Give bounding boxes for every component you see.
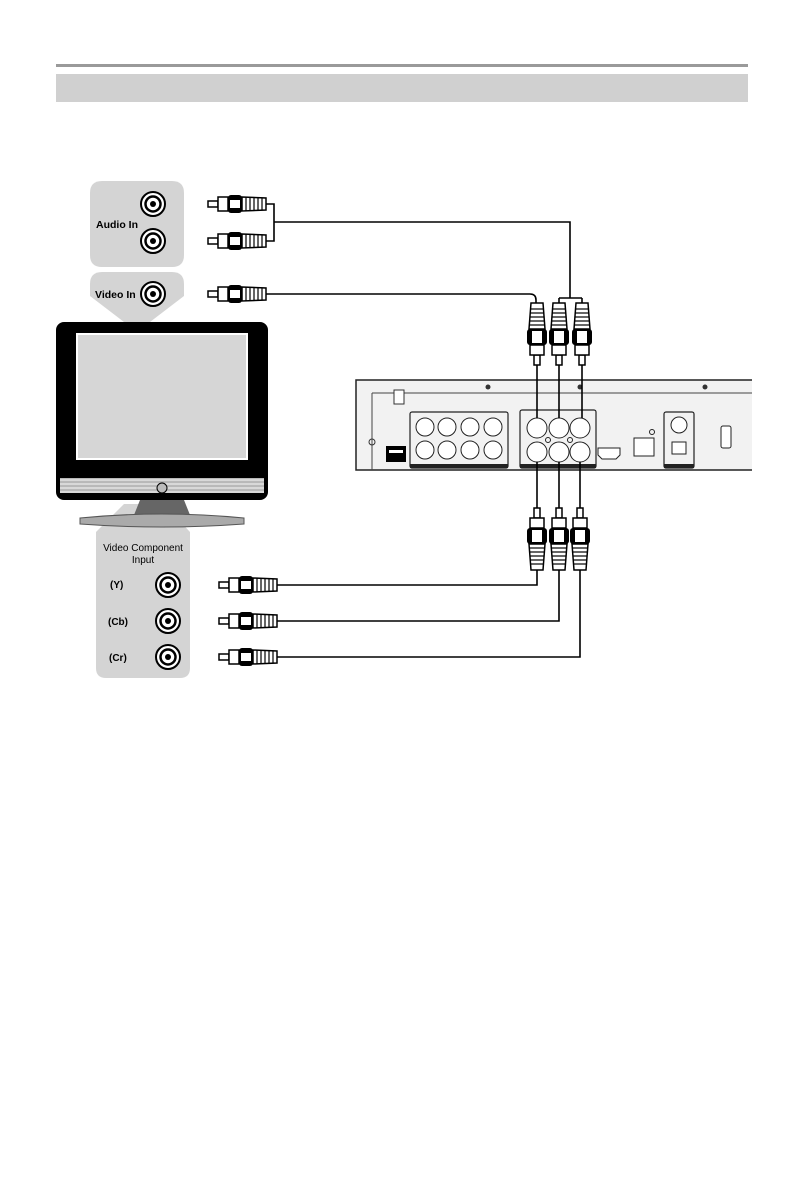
audio-right-plug xyxy=(208,232,266,250)
component-cr-jack xyxy=(156,645,180,669)
video-cable xyxy=(266,294,536,303)
audio-in-jack-right xyxy=(141,229,165,253)
cr-label: (Cr) xyxy=(109,653,127,664)
player-comp-cb-plug xyxy=(549,508,569,570)
component-y-jack xyxy=(156,573,180,597)
tv-illustration xyxy=(56,322,268,527)
cb-label: (Cb) xyxy=(108,617,128,628)
video-plug xyxy=(208,285,266,303)
player-audio-left-plug xyxy=(549,303,569,365)
component-cb-jack xyxy=(156,609,180,633)
component-label-line2: Input xyxy=(132,555,154,566)
player-comp-y-plug xyxy=(527,508,547,570)
audio-cable-main xyxy=(274,222,570,298)
component-cr-cable xyxy=(277,570,580,657)
component-cb-cable xyxy=(277,570,559,621)
player-video-plug xyxy=(527,303,547,365)
component-y-plug xyxy=(219,576,277,594)
player-audio-right-plug xyxy=(572,303,592,365)
component-y-cable xyxy=(277,570,537,585)
video-in-label: Video In xyxy=(95,289,136,301)
video-in-jack xyxy=(141,282,165,306)
y-label: (Y) xyxy=(110,580,123,591)
audio-in-jack-left xyxy=(141,192,165,216)
component-cr-plug xyxy=(219,648,277,666)
player-rear-panel xyxy=(356,380,752,470)
player-comp-cr-plug xyxy=(570,508,590,570)
audio-cable-joiner xyxy=(266,204,274,241)
audio-left-plug xyxy=(208,195,266,213)
audio-in-label: Audio In xyxy=(96,219,138,231)
component-label-line1: Video Component xyxy=(103,543,183,554)
component-cb-plug xyxy=(219,612,277,630)
